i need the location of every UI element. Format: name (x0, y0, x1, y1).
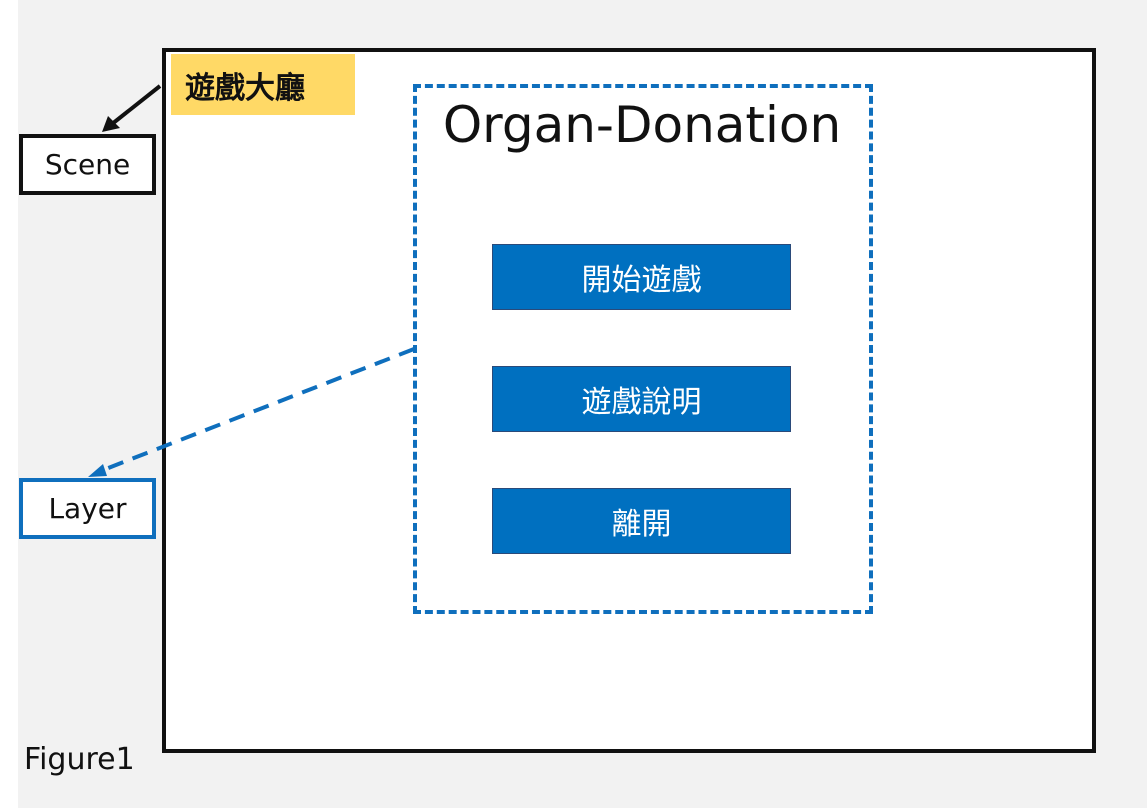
layer-tag: Layer (19, 478, 156, 539)
scene-title-label: 遊戲大廳 (171, 54, 355, 115)
game-instructions-label: 遊戲說明 (581, 385, 702, 420)
scene-tag: Scene (19, 134, 156, 195)
exit-button[interactable]: 離開 (492, 488, 791, 554)
layer-arrow-line (97, 347, 415, 474)
scene-tag-label: Scene (44, 148, 131, 181)
figure-caption: Figure1 (24, 742, 135, 777)
scene-arrow-line (110, 84, 162, 126)
layer-tag-label: Layer (48, 492, 127, 525)
start-game-button[interactable]: 開始遊戲 (492, 244, 791, 310)
start-game-label: 開始遊戲 (581, 263, 702, 298)
scene-arrow-head (102, 116, 120, 132)
layer-frame (413, 84, 873, 614)
layer-title: Organ-Donation (442, 96, 842, 154)
layer-arrow-head (88, 464, 107, 477)
game-instructions-button[interactable]: 遊戲說明 (492, 366, 791, 432)
exit-label: 離開 (611, 507, 672, 542)
